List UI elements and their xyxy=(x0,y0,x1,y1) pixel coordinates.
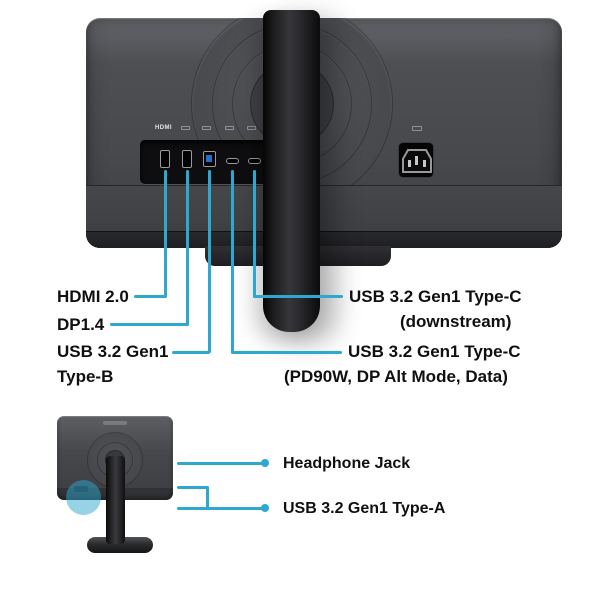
label-hdmi: HDMI 2.0 xyxy=(57,287,129,306)
callout-line-usb-b xyxy=(172,351,210,354)
label-usb-c-downstream-line2: (downstream) xyxy=(400,312,512,331)
mini-stand-column xyxy=(106,456,125,544)
usb-c-port-icon xyxy=(226,158,239,164)
hdmi-marking-label: HDMI xyxy=(155,125,172,131)
callout-dot-usb-a xyxy=(261,504,269,512)
stand-column xyxy=(263,10,320,332)
hdmi-port-icon xyxy=(160,150,170,168)
power-pin xyxy=(415,156,418,165)
label-usb-c-pd-line2: (PD90W, DP Alt Mode, Data) xyxy=(284,367,508,386)
usb-c-port-icon xyxy=(248,158,261,164)
callout-line-hdmi xyxy=(134,295,166,298)
usb-b-marking-icon xyxy=(202,126,211,130)
callout-line-dp xyxy=(110,323,188,326)
monitor-back-image: HDMI xyxy=(86,18,562,248)
callout-line-usb-a-bracket xyxy=(206,486,209,510)
highlight-circle xyxy=(66,480,101,515)
label-dp: DP1.4 xyxy=(57,315,105,334)
power-marking-icon xyxy=(412,126,422,131)
dp-port-icon xyxy=(182,150,192,168)
callout-line-usb-c-pd xyxy=(231,351,342,354)
label-usb-c-downstream-line1: USB 3.2 Gen1 Type-C xyxy=(349,287,522,306)
callout-line-usb-b xyxy=(208,170,211,353)
usb-c-marking-icon xyxy=(247,126,256,130)
callout-line-usb-a-upper xyxy=(177,486,208,489)
dp-marking-icon xyxy=(181,126,190,130)
power-pin xyxy=(408,160,411,167)
callout-line-headphone xyxy=(177,462,265,465)
power-pin xyxy=(423,160,426,167)
label-usb-b-line2: Type-B xyxy=(57,367,114,386)
label-headphone: Headphone Jack xyxy=(283,455,411,472)
callout-line-usb-c-pd xyxy=(231,170,234,353)
usb-c-marking-icon xyxy=(225,126,234,130)
label-usb-a: USB 3.2 Gen1 Type-A xyxy=(283,500,446,517)
callout-line-dp xyxy=(186,170,189,326)
callout-line-hdmi xyxy=(164,170,167,298)
label-usb-c-pd-line1: USB 3.2 Gen1 Type-C xyxy=(348,342,521,361)
callout-line-usb-c-downstream xyxy=(253,295,343,298)
mini-stand-base xyxy=(87,537,153,553)
callout-line-usb-a-lower xyxy=(177,507,265,510)
usb-b-tongue xyxy=(206,155,212,162)
callout-dot-headphone xyxy=(261,459,269,467)
logo-mark xyxy=(103,421,127,425)
usb-b-port-icon xyxy=(203,151,216,167)
vent-strip xyxy=(86,231,562,248)
callout-line-usb-c-downstream xyxy=(253,170,256,298)
label-usb-b-line1: USB 3.2 Gen1 xyxy=(57,342,169,361)
power-inlet-icon xyxy=(398,142,434,178)
